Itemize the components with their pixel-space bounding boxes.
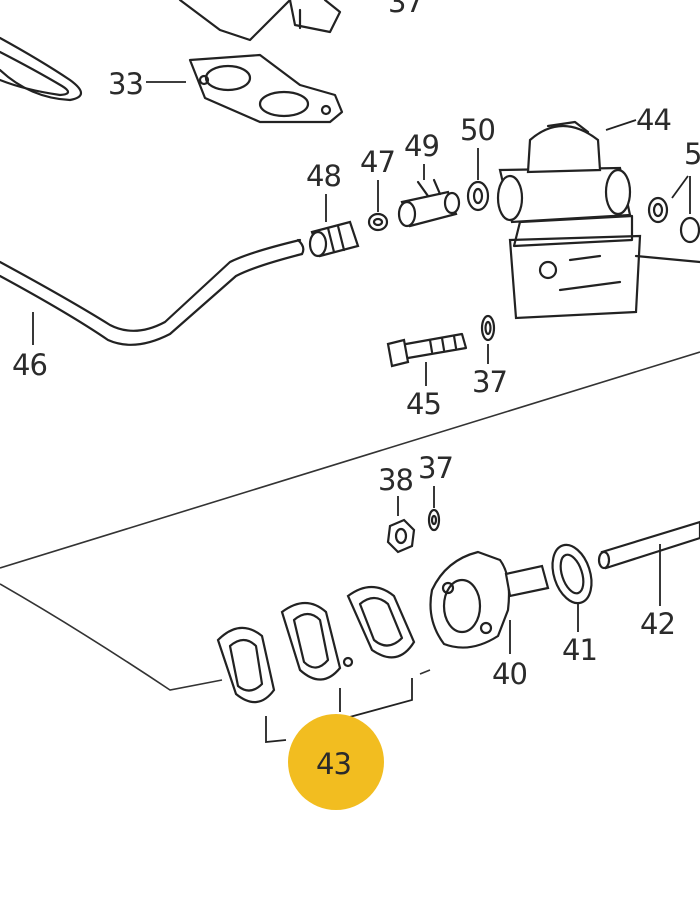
callout-33: 33 [108,67,143,101]
union-49 [397,178,461,228]
highlight-marker-43 [288,714,384,810]
washer-50 [466,180,490,212]
flange-gasket-33 [188,53,344,124]
callout-43: 43 [316,747,351,781]
callout-48: 48 [306,159,341,193]
callout-40: 40 [492,657,527,691]
bracket-top-partial [178,0,342,42]
hose-loop-partial [0,36,83,102]
flange-40 [429,550,550,649]
push-rod-42 [597,520,700,570]
washer-37-low [427,508,441,532]
washer-47 [367,212,389,232]
fuel-pump-44 [496,120,700,320]
washers-51-partial [647,196,700,244]
callout-51-partial: 5 [684,137,700,171]
engine-block-outline [0,351,700,691]
bolt-45 [386,332,468,368]
callout-46: 46 [12,348,47,382]
callout-42: 42 [640,607,675,641]
gasket-41 [551,543,593,605]
callout-47: 47 [360,145,395,179]
callout-38: 38 [378,463,413,497]
callout-44: 44 [636,103,671,137]
callout-45: 45 [406,387,441,421]
callout-41: 41 [562,633,597,667]
gasket-set-43 [216,585,416,704]
callout-37-top: 37 [388,0,423,19]
callout-37-mid: 37 [472,365,507,399]
fuel-line-46 [0,238,305,346]
washer-37-mid [480,314,496,342]
callout-37-low: 37 [418,451,453,485]
nut-38 [386,518,416,554]
fitting-48 [308,220,360,258]
callout-49: 49 [404,129,439,163]
callout-50: 50 [460,113,495,147]
